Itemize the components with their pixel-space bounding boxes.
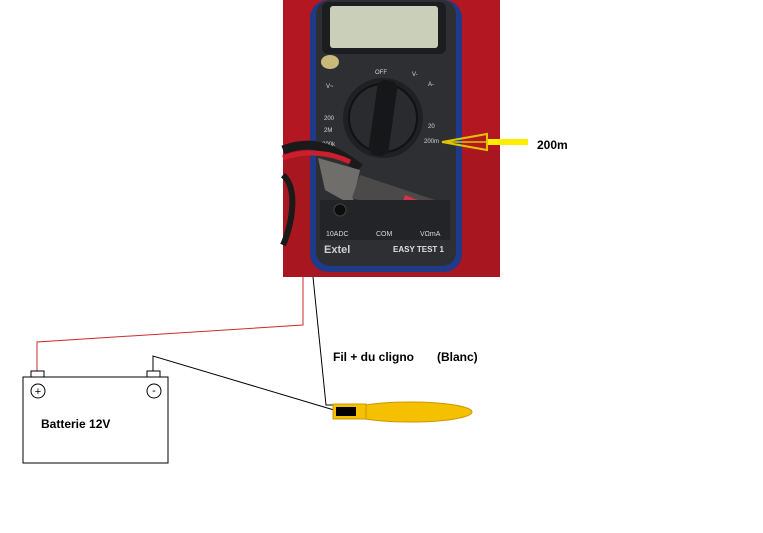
black-wire-probe	[312, 276, 334, 406]
connector-insert	[336, 407, 356, 416]
dial-mark: A-	[428, 82, 434, 88]
terminal-10adc	[333, 203, 347, 217]
bulb-shape	[347, 401, 473, 423]
battery-body	[22, 376, 169, 464]
wire-color-label: (Blanc)	[437, 350, 478, 364]
dial-mark: 200m	[424, 139, 439, 145]
terminal-label: COM	[376, 231, 393, 238]
multimeter-photo: OFF V~ V- A- 200m 20 200 2M 200k 10ADC C…	[280, 0, 500, 277]
battery: + -	[22, 370, 169, 464]
lcd-screen	[330, 6, 438, 48]
probe-plug-grey	[318, 158, 360, 205]
arrow-bar	[487, 139, 528, 145]
bulb-connector	[332, 401, 473, 423]
range-label: 200m	[537, 138, 568, 152]
dial-mark: 2M	[324, 128, 332, 134]
range-arrow	[441, 132, 528, 152]
minus-symbol: -	[152, 385, 156, 397]
dial-mark: 20	[428, 124, 435, 130]
terminal-label: 10ADC	[326, 231, 349, 238]
plus-symbol-circle	[30, 383, 46, 399]
probe-cable-black	[281, 140, 363, 172]
plus-symbol: +	[35, 386, 41, 398]
dial-mark: OFF	[375, 70, 387, 76]
dial-knob	[368, 80, 398, 156]
probe-cable-red	[282, 150, 352, 165]
hold-button	[321, 55, 339, 69]
dial-mark: V-	[412, 72, 418, 78]
battery-label: Batterie 12V	[41, 417, 111, 431]
dial-mark: 200	[324, 116, 335, 122]
minus-symbol-circle	[146, 383, 162, 399]
dial-mark: V~	[326, 84, 334, 90]
brand-logo: Extel	[324, 244, 350, 256]
wire-label: Fil + du cligno	[333, 350, 414, 364]
red-wire	[36, 277, 304, 376]
terminal-label: VΩmA	[420, 231, 441, 238]
model-name: EASY TEST 1	[393, 245, 445, 254]
black-wire-battery	[152, 355, 335, 411]
